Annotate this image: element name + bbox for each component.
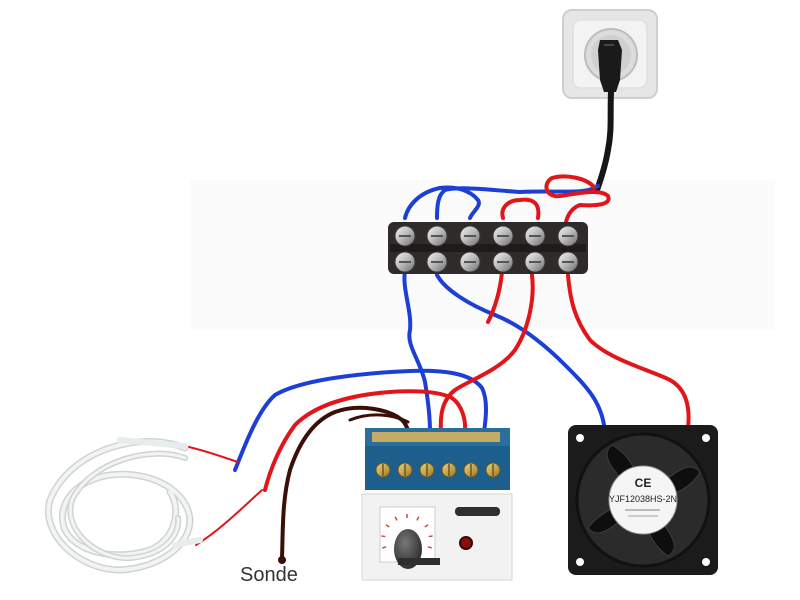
- thermostat-screws: [375, 462, 501, 478]
- wire-red-fan: [566, 273, 691, 430]
- thermostat: [361, 428, 513, 581]
- wire-red-mains: [544, 174, 611, 224]
- wire-probe-2: [348, 413, 410, 424]
- wire-probe: [280, 405, 412, 560]
- wires: [179, 174, 691, 560]
- heater-cable-coil: [45, 437, 203, 574]
- plug: [598, 40, 622, 92]
- thermostat-led-slot: [455, 507, 500, 516]
- thermostat-dial-scale: [381, 514, 433, 549]
- probe-tip: [278, 556, 286, 564]
- terminal-block: [388, 222, 588, 274]
- dial-tick: [381, 535, 386, 538]
- thermostat-led: [459, 536, 473, 550]
- fan: CE YJF12038HS-2N: [568, 425, 718, 575]
- wire-blue-a: [402, 268, 432, 434]
- fan-ce-mark: CE: [635, 476, 652, 490]
- probe-label: Sonde: [240, 564, 298, 586]
- power-cable: [594, 89, 614, 193]
- dial-tick: [424, 524, 429, 528]
- wire-blue-heater: [233, 368, 488, 472]
- fan-hub-label: [608, 465, 678, 535]
- dial-tick: [394, 516, 398, 521]
- wire-red-heater: [263, 389, 468, 492]
- wire-red-heater-tail-2: [195, 489, 263, 546]
- wire-blue-b: [435, 273, 606, 427]
- wire-red-top: [500, 197, 541, 220]
- dial-tick: [382, 546, 387, 549]
- terminal-screws: [394, 225, 579, 273]
- dial-tick: [385, 524, 390, 528]
- wire-blue-mains: [435, 184, 600, 220]
- wire-blue-top: [403, 185, 481, 220]
- wire-red-a: [486, 270, 504, 324]
- dial-tick: [427, 546, 432, 549]
- fan-model-label: YJF12038HS-2N: [609, 494, 677, 504]
- dial-tick: [416, 516, 420, 521]
- wire-red-heater-tail: [179, 444, 239, 463]
- dial-tick: [428, 535, 433, 538]
- wire-red-b: [438, 273, 535, 434]
